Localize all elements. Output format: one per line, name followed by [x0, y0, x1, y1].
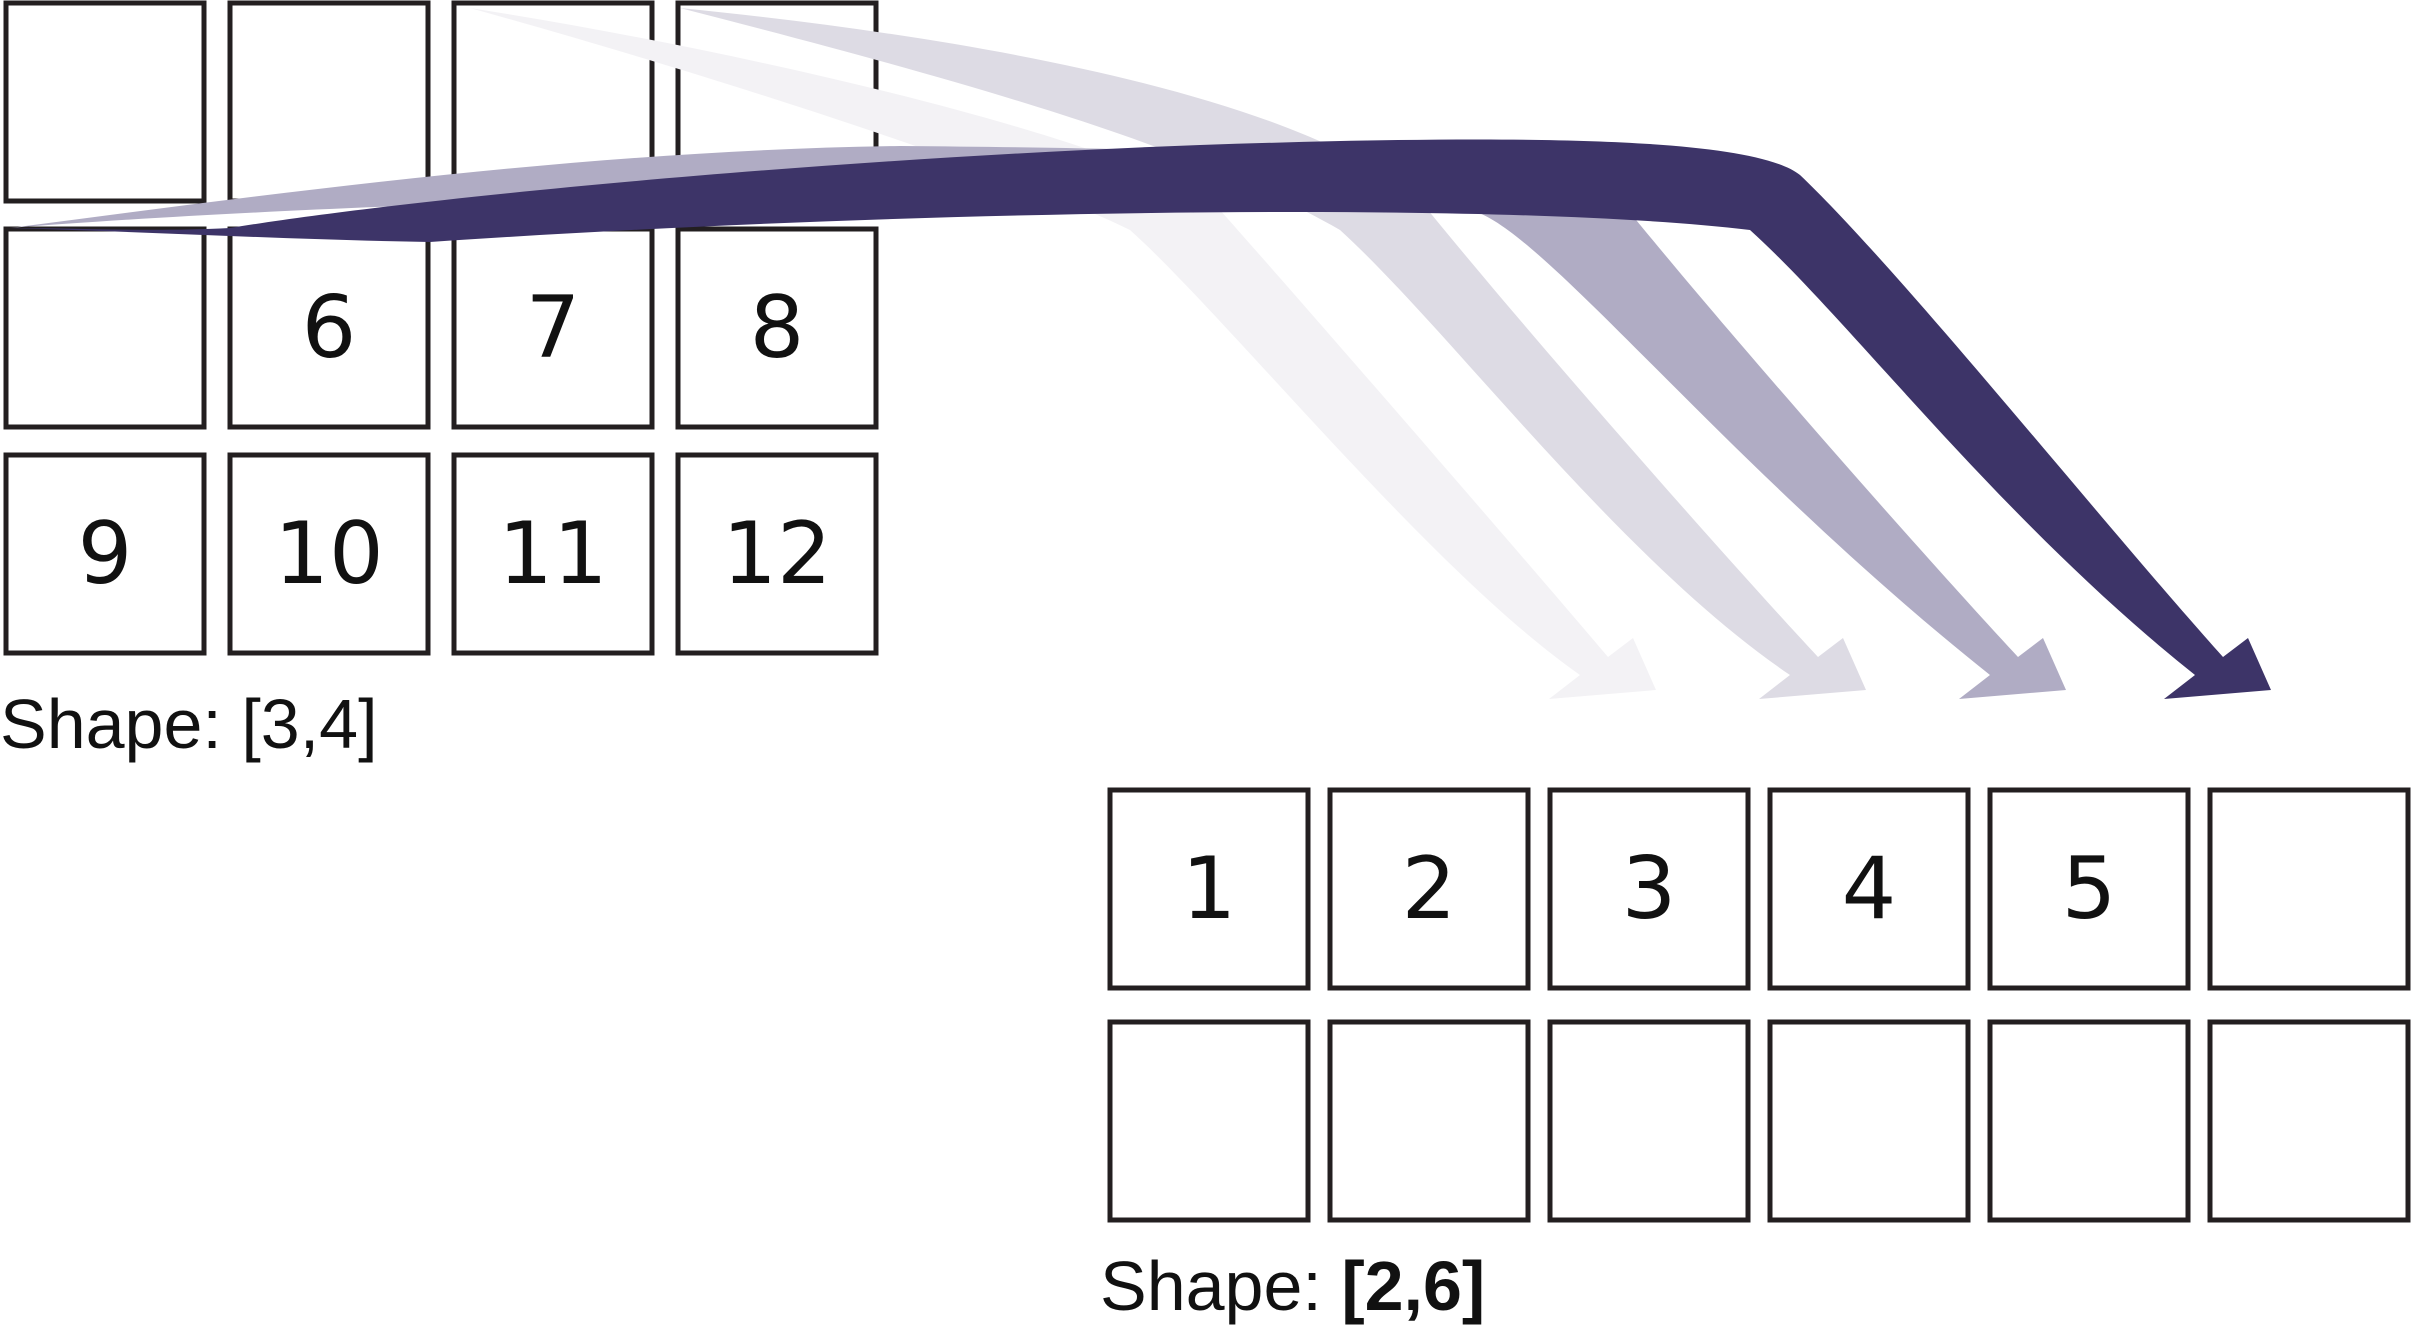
- source-cell-value-1-3: 8: [750, 278, 805, 378]
- target-shape-prefix: Shape:: [1100, 1247, 1341, 1325]
- source-grid: 6 7 8 9 10 11 12: [3, 0, 879, 656]
- target-cell-0-0: [1107, 787, 1311, 991]
- target-cell-0-3: [1767, 787, 1971, 991]
- target-grid: 1 2 3 4 5: [1107, 787, 2411, 1223]
- target-cell-value-0-2: 3: [1622, 839, 1677, 939]
- source-shape-value: [3,4]: [241, 685, 377, 763]
- source-cell-2-1: [227, 452, 431, 656]
- target-cell-1-4: [1987, 1019, 2191, 1223]
- reshape-arrows: [10, 8, 2271, 699]
- target-cell-1-1: [1327, 1019, 1531, 1223]
- source-cell-2-0: [3, 452, 207, 656]
- source-cell-value-2-0: 9: [78, 504, 133, 604]
- source-cell-1-0: [3, 226, 207, 430]
- target-cell-0-2: [1547, 787, 1751, 991]
- target-cell-1-5: [2207, 1019, 2411, 1223]
- source-cell-2-3: [675, 452, 879, 656]
- target-cell-value-0-0: 1: [1182, 839, 1237, 939]
- target-cell-0-1: [1327, 787, 1531, 991]
- source-cell-0-0: [3, 0, 207, 204]
- source-cell-1-3: [675, 226, 879, 430]
- source-cell-1-2: [451, 226, 655, 430]
- source-cell-value-2-1: 10: [274, 504, 383, 604]
- source-cell-value-1-1: 6: [302, 278, 357, 378]
- source-shape-label: Shape: [3,4]: [0, 685, 378, 763]
- target-cell-value-0-4: 5: [2062, 839, 2117, 939]
- target-cell-value-0-1: 2: [1402, 839, 1457, 939]
- target-cell-value-0-3: 4: [1842, 839, 1897, 939]
- source-cell-value-2-3: 12: [722, 504, 831, 604]
- source-shape-prefix: Shape:: [0, 685, 241, 763]
- target-shape-label: Shape: [2,6]: [1100, 1247, 1485, 1325]
- target-cell-1-0: [1107, 1019, 1311, 1223]
- source-cell-value-1-2: 7: [526, 278, 581, 378]
- target-shape-value: [2,6]: [1341, 1247, 1485, 1325]
- target-cell-1-3: [1767, 1019, 1971, 1223]
- arrow-element-3: [470, 8, 1656, 699]
- target-cell-1-2: [1547, 1019, 1751, 1223]
- source-cell-2-2: [451, 452, 655, 656]
- target-cell-0-5: [2207, 787, 2411, 991]
- source-cell-value-2-2: 11: [498, 504, 607, 604]
- source-cell-0-1: [227, 0, 431, 204]
- target-cell-0-4: [1987, 787, 2191, 991]
